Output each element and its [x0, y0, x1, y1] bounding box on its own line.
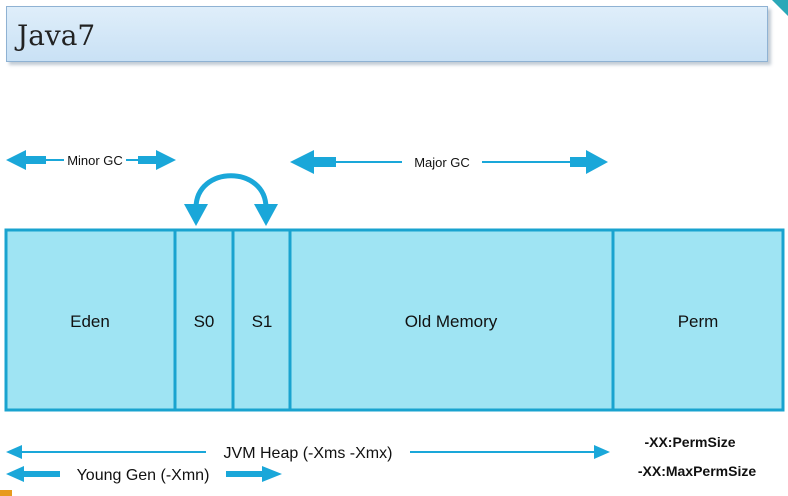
heap-blocks: Eden S0 S1 Old Memory Perm: [4, 228, 785, 412]
major-gc-arrowhead-right: [570, 150, 608, 174]
young-gen-arrow: Young Gen (-Xmn): [6, 464, 282, 484]
title-banner: Java7: [6, 6, 768, 62]
major-gc-label: Major GC: [414, 155, 470, 170]
jvm-heap-label: JVM Heap (-Xms -Xmx): [224, 445, 393, 462]
segment-s0-label: S0: [194, 312, 215, 331]
segment-s1-label: S1: [252, 312, 273, 331]
corner-decoration-top: [772, 0, 788, 16]
perm-size-label: -XX:PermSize: [644, 434, 735, 450]
heap-outline: [4, 228, 785, 412]
minor-gc-arrow: Minor GC: [6, 150, 176, 170]
major-gc-arrowhead-left: [290, 150, 336, 174]
minor-gc-arrowhead-right: [138, 150, 176, 170]
max-perm-size-label: -XX:MaxPermSize: [638, 463, 756, 479]
corner-decoration-bottom: [0, 490, 12, 496]
segment-old-memory-label: Old Memory: [405, 312, 498, 331]
segment-eden-label: Eden: [70, 312, 110, 331]
survivor-swap-arrow: [184, 173, 278, 226]
young-gen-label: Young Gen (-Xmn): [77, 467, 210, 484]
page-title: Java7: [17, 19, 96, 52]
jvm-heap-arrow: JVM Heap (-Xms -Xmx): [6, 442, 610, 462]
minor-gc-label: Minor GC: [67, 153, 123, 168]
minor-gc-arrowhead-left: [6, 150, 46, 170]
segment-perm-label: Perm: [678, 312, 719, 331]
major-gc-arrow: Major GC: [290, 150, 608, 174]
